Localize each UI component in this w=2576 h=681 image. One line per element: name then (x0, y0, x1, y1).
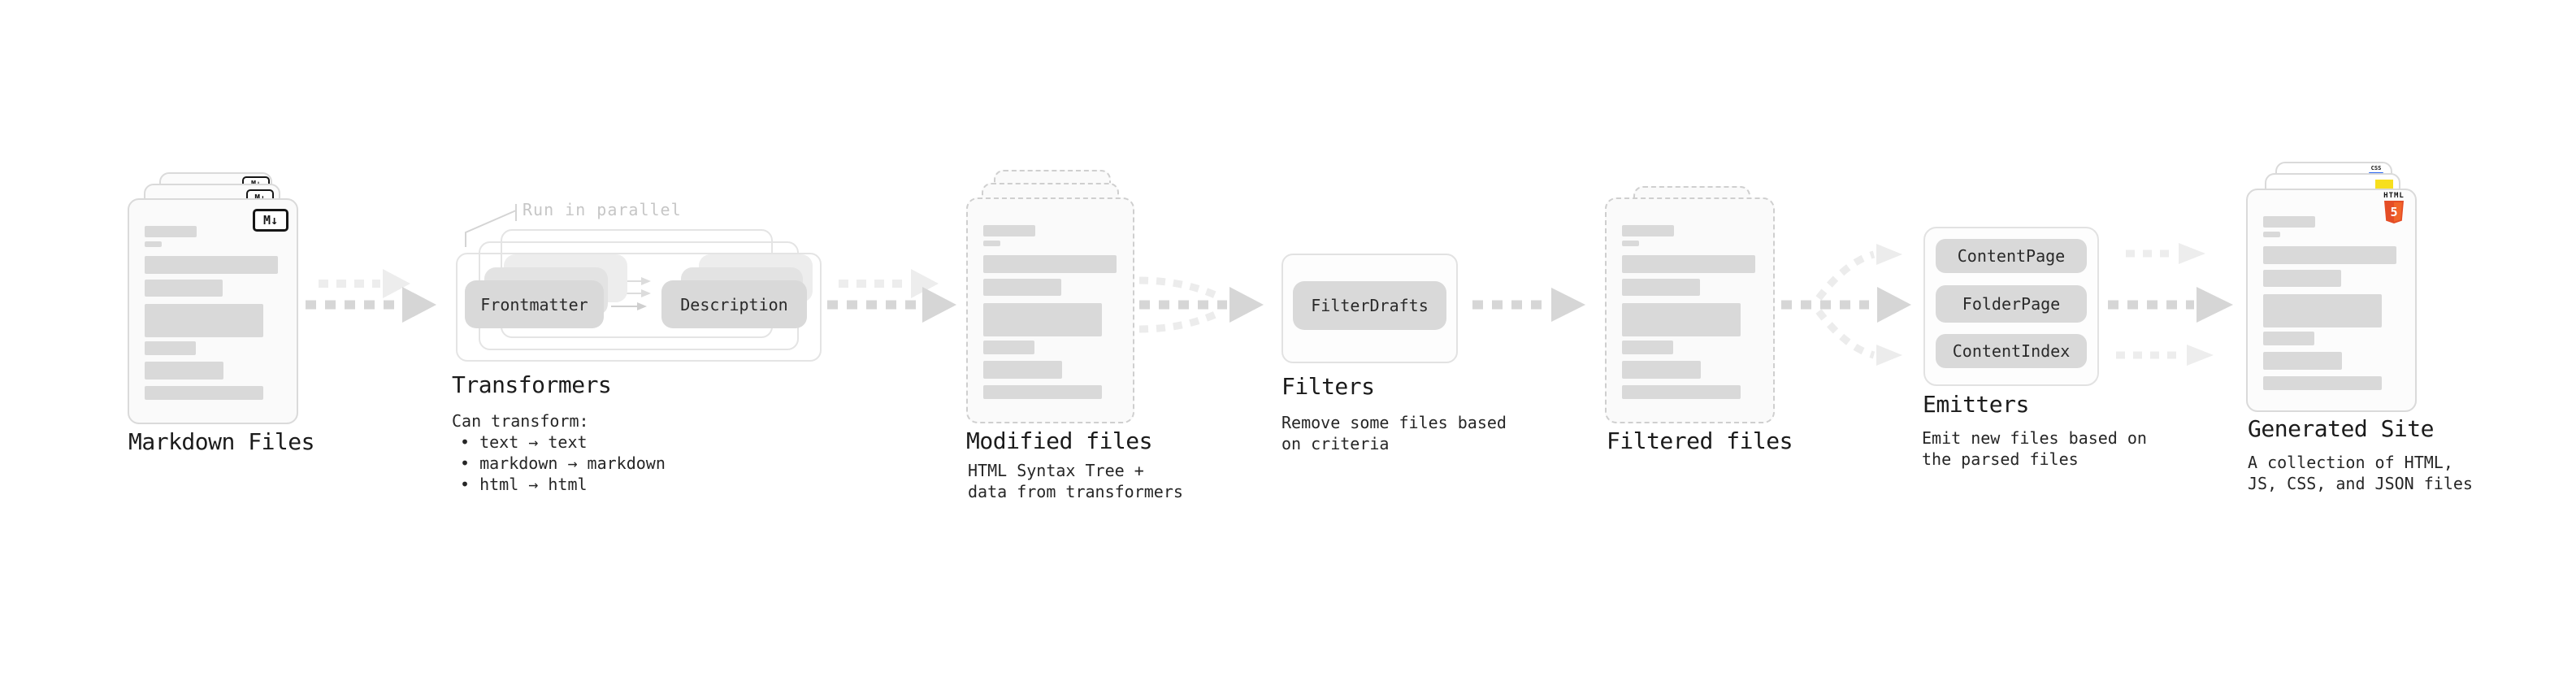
contentindex-node: ContentIndex (1936, 334, 2087, 368)
skeleton-bar (145, 304, 263, 337)
stage-title-markdown-files: Markdown Files (128, 428, 315, 455)
description-line: the parsed files (1922, 449, 2079, 469)
transformer-internal-arrows (611, 277, 651, 310)
skeleton-bar (145, 280, 223, 297)
folderpage-node: FolderPage (1936, 285, 2087, 323)
skeleton-bar (1622, 279, 1700, 296)
stage-title-modified-files: Modified files (966, 427, 1153, 454)
filters-description: Remove some files based on criteria (1281, 412, 1507, 454)
skeleton-bar (983, 241, 1000, 246)
filters-group-box: FilterDrafts (1281, 254, 1458, 363)
skeleton-bar (983, 255, 1117, 273)
modified-file-card (966, 197, 1134, 423)
arrow-transformers-to-modified (827, 269, 956, 323)
arrow-filtered-to-emitters (1781, 244, 1911, 366)
generated-file-card: HTML 5 (2246, 189, 2417, 412)
bullet-item: • markdown → markdown (460, 453, 666, 473)
stage-title-filtered-files: Filtered files (1607, 427, 1793, 454)
description-line: Emit new files based on (1922, 428, 2147, 448)
skeleton-bar (2263, 294, 2382, 327)
skeleton-bar (2263, 270, 2341, 287)
transformers-bullet-list: • text → text • markdown → markdown • ht… (460, 432, 666, 495)
skeleton-bar (2263, 352, 2342, 370)
skeleton-bar (1622, 225, 1674, 236)
skeleton-bar (2263, 246, 2396, 264)
skeleton-bar (983, 340, 1034, 354)
arrow-emitters-to-generated (2108, 243, 2233, 366)
skeleton-bar (983, 303, 1102, 336)
javascript-icon (2375, 180, 2393, 189)
arrow-filters-to-filtered (1472, 288, 1585, 322)
skeleton-bar (2263, 376, 2382, 390)
frontmatter-node: Frontmatter (465, 280, 604, 328)
skeleton-bar (1622, 340, 1673, 354)
stage-title-transformers: Transformers (452, 371, 612, 398)
description-line: on criteria (1281, 434, 1390, 453)
skeleton-bar (2263, 232, 2280, 237)
skeleton-bar (145, 226, 197, 237)
arrow-modified-to-filters (1138, 276, 1264, 333)
annotation-leader-line (465, 204, 517, 247)
skeleton-bar (2263, 332, 2314, 345)
html5-shield: 5 (2384, 201, 2404, 223)
svg-text:5: 5 (2390, 205, 2397, 219)
skeleton-bar (983, 225, 1035, 236)
emitters-description: Emit new files based on the parsed files (1922, 427, 2147, 470)
skeleton-bar (145, 241, 162, 247)
skeleton-bar (1622, 303, 1741, 336)
filtered-file-card (1605, 197, 1775, 423)
contentpage-node: ContentPage (1936, 239, 2087, 273)
description-node: Description (661, 280, 807, 328)
skeleton-bar (2263, 216, 2315, 228)
stage-title-generated-site: Generated Site (2248, 415, 2435, 442)
markdown-icon: M↓ (253, 209, 288, 232)
run-in-parallel-annotation: Run in parallel (523, 200, 682, 219)
filterdrafts-node: FilterDrafts (1293, 281, 1446, 330)
description-line: data from transformers (968, 482, 1183, 501)
transformers-description-heading: Can transform: (452, 411, 589, 431)
skeleton-bar (1622, 255, 1755, 273)
html5-icon: HTML 5 (2383, 193, 2405, 228)
description-line: Remove some files based (1281, 413, 1507, 432)
stage-title-emitters: Emitters (1923, 391, 2029, 418)
skeleton-bar (145, 362, 223, 380)
skeleton-bar (983, 279, 1061, 296)
modified-files-description: HTML Syntax Tree + data from transformer… (968, 460, 1183, 502)
stage-title-filters: Filters (1281, 373, 1375, 400)
generated-site-description: A collection of HTML, JS, CSS, and JSON … (2248, 452, 2473, 494)
skeleton-bar (1622, 385, 1741, 399)
skeleton-bar (145, 341, 196, 355)
skeleton-bar (983, 385, 1102, 399)
emitters-group-box: ContentPage FolderPage ContentIndex (1923, 227, 2099, 386)
description-line: A collection of HTML, (2248, 453, 2453, 472)
description-line: JS, CSS, and JSON files (2248, 474, 2473, 493)
bullet-item: • text → text (460, 432, 588, 452)
description-line: HTML Syntax Tree + (968, 461, 1144, 480)
transformer-group-box (456, 253, 822, 362)
skeleton-bar (145, 256, 278, 274)
skeleton-bar (983, 361, 1062, 379)
bullet-item: • html → html (460, 475, 588, 494)
markdown-file-card: M↓ (128, 198, 298, 424)
skeleton-bar (1622, 241, 1639, 246)
arrow-markdown-to-transformers (306, 269, 436, 323)
skeleton-bar (1622, 361, 1701, 379)
skeleton-bar (145, 386, 263, 400)
